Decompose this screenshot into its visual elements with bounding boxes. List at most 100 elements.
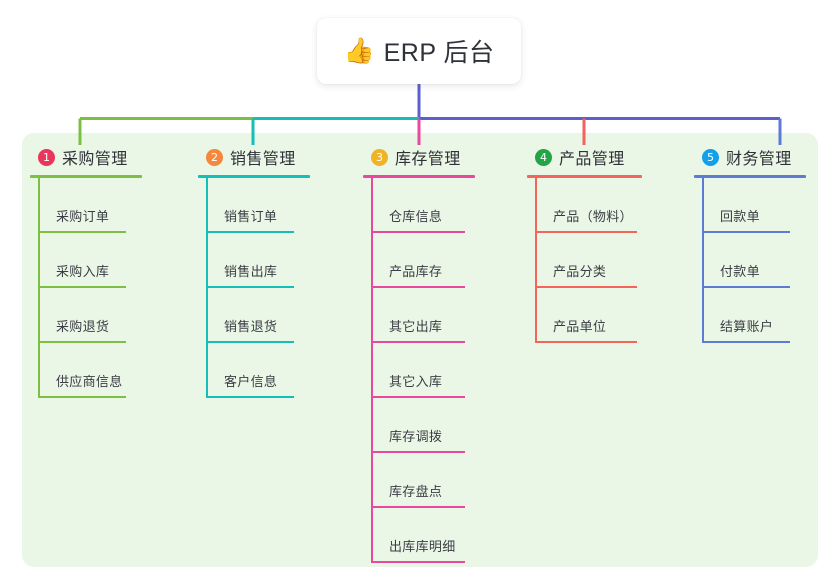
item-connector <box>206 343 208 398</box>
item-underline <box>702 341 790 343</box>
item-label: 出库库明细 <box>389 539 456 554</box>
branch-item[interactable]: 结算账户 <box>694 288 806 343</box>
branch-badge-2: 2 <box>206 148 223 166</box>
branch-item[interactable]: 销售退货 <box>198 288 310 343</box>
item-label: 销售订单 <box>224 209 278 224</box>
item-label: 产品分类 <box>553 264 607 279</box>
branch-item[interactable]: 产品库存 <box>363 233 475 288</box>
branch-item[interactable]: 销售订单 <box>198 178 310 233</box>
item-connector <box>206 233 208 288</box>
item-connector <box>371 288 373 343</box>
branch-item[interactable]: 采购入库 <box>30 233 142 288</box>
branch-badge-5: 5 <box>702 148 719 166</box>
item-connector <box>38 288 40 343</box>
branch-items-1: 采购订单采购入库采购退货供应商信息 <box>30 178 142 398</box>
item-underline <box>38 286 126 288</box>
item-underline <box>371 341 465 343</box>
thumbs-up-icon: 👍 <box>343 36 375 65</box>
branch-header-1[interactable]: 1 采购管理 <box>30 146 142 168</box>
branch-underline-5 <box>694 175 806 178</box>
branch-item[interactable]: 产品（物料） <box>527 178 642 233</box>
item-underline <box>371 506 465 508</box>
item-label: 库存盘点 <box>389 484 443 499</box>
item-connector <box>535 233 537 288</box>
branch-item[interactable]: 产品分类 <box>527 233 642 288</box>
item-underline <box>702 231 790 233</box>
branch-underline-1 <box>30 175 142 178</box>
item-connector <box>371 453 373 508</box>
item-connector <box>371 343 373 398</box>
item-underline <box>206 231 294 233</box>
branch-column-2: 2 销售管理销售订单销售出库销售退货客户信息 <box>198 146 310 398</box>
item-connector <box>38 233 40 288</box>
item-underline <box>206 286 294 288</box>
item-underline <box>535 341 637 343</box>
item-label: 产品库存 <box>389 264 443 279</box>
item-underline <box>38 341 126 343</box>
item-underline <box>38 396 126 398</box>
branch-items-5: 回款单付款单结算账户 <box>694 178 806 343</box>
item-label: 采购订单 <box>56 209 110 224</box>
branch-item[interactable]: 采购订单 <box>30 178 142 233</box>
branch-badge-4: 4 <box>535 148 552 166</box>
branch-title-4: 产品管理 <box>559 151 625 168</box>
branch-items-3: 仓库信息产品库存其它出库其它入库库存调拨库存盘点出库库明细 <box>363 178 475 563</box>
item-underline <box>371 451 465 453</box>
branch-item[interactable]: 采购退货 <box>30 288 142 343</box>
branch-title-3: 库存管理 <box>395 151 461 168</box>
branch-items-4: 产品（物料） 产品分类产品单位 <box>527 178 642 343</box>
branch-underline-4 <box>527 175 642 178</box>
branch-title-1: 采购管理 <box>62 151 128 168</box>
branch-item[interactable]: 付款单 <box>694 233 806 288</box>
item-label: 仓库信息 <box>389 209 443 224</box>
branch-items-2: 销售订单销售出库销售退货客户信息 <box>198 178 310 398</box>
item-connector <box>371 178 373 233</box>
branch-column-1: 1 采购管理采购订单采购入库采购退货供应商信息 <box>30 146 142 398</box>
branch-item[interactable]: 库存盘点 <box>363 453 475 508</box>
item-label: 产品单位 <box>553 319 607 334</box>
root-node[interactable]: 👍 ERP 后台 <box>317 18 521 84</box>
item-underline <box>535 231 637 233</box>
item-connector <box>38 178 40 233</box>
branch-item[interactable]: 回款单 <box>694 178 806 233</box>
branch-underline-3 <box>363 175 475 178</box>
branch-header-2[interactable]: 2 销售管理 <box>198 146 310 168</box>
branch-column-3: 3 库存管理仓库信息产品库存其它出库其它入库库存调拨库存盘点出库库明细 <box>363 146 475 563</box>
branch-item[interactable]: 销售出库 <box>198 233 310 288</box>
branch-item[interactable]: 产品单位 <box>527 288 642 343</box>
branch-title-2: 销售管理 <box>230 151 296 168</box>
item-label: 客户信息 <box>224 374 278 389</box>
branch-badge-1: 1 <box>38 148 55 166</box>
item-connector <box>371 508 373 563</box>
branch-item[interactable]: 仓库信息 <box>363 178 475 233</box>
item-label: 产品（物料） <box>553 209 633 224</box>
branch-header-3[interactable]: 3 库存管理 <box>363 146 475 168</box>
item-label: 其它出库 <box>389 319 443 334</box>
branch-item[interactable]: 客户信息 <box>198 343 310 398</box>
item-underline <box>535 286 637 288</box>
branch-item[interactable]: 出库库明细 <box>363 508 475 563</box>
branch-header-4[interactable]: 4 产品管理 <box>527 146 642 168</box>
item-label: 采购入库 <box>56 264 110 279</box>
branch-item[interactable]: 库存调拨 <box>363 398 475 453</box>
item-label: 其它入库 <box>389 374 443 389</box>
item-connector <box>535 288 537 343</box>
branch-item[interactable]: 其它出库 <box>363 288 475 343</box>
item-label: 回款单 <box>720 209 760 224</box>
item-underline <box>206 341 294 343</box>
item-label: 结算账户 <box>720 319 774 334</box>
item-underline <box>206 396 294 398</box>
branch-item[interactable]: 供应商信息 <box>30 343 142 398</box>
item-connector <box>535 178 537 233</box>
branch-badge-3: 3 <box>371 148 388 166</box>
item-underline <box>371 561 465 563</box>
branch-underline-2 <box>198 175 310 178</box>
item-label: 销售退货 <box>224 319 278 334</box>
branch-item[interactable]: 其它入库 <box>363 343 475 398</box>
item-connector <box>371 233 373 288</box>
item-connector <box>206 178 208 233</box>
item-connector <box>702 178 704 233</box>
